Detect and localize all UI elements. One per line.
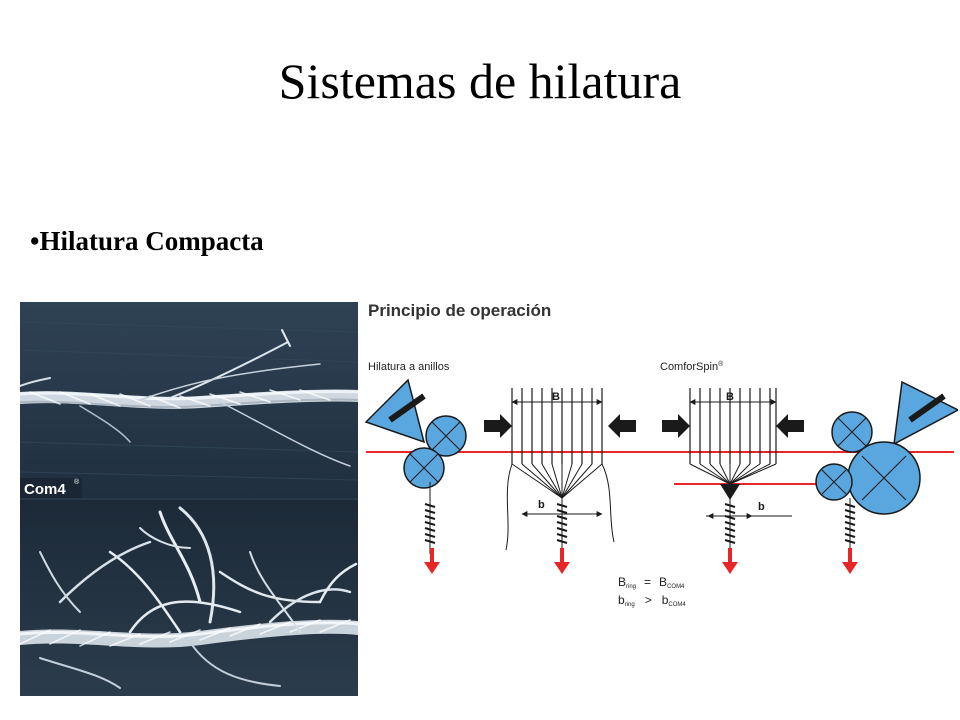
right-roller-group xyxy=(815,380,958,574)
com4-right-push-arrow xyxy=(776,414,804,438)
diagram-heading: Principio de operación xyxy=(368,301,551,320)
com4-logo-mark: ® xyxy=(74,478,80,486)
ring-label-B: B xyxy=(552,391,560,403)
label-comforspin: ComforSpin® xyxy=(660,360,724,373)
right-cone-icon xyxy=(893,380,958,446)
bullet-hilatura-compacta: •Hilatura Compacta xyxy=(30,226,264,256)
ring-yarn xyxy=(20,506,358,689)
equation-line-1: Bring=BCOM4 xyxy=(618,575,685,590)
operating-principle-svg: Principio de operación Hilatura a anillo… xyxy=(364,301,958,608)
com4-condensing-point xyxy=(720,484,740,500)
comforspin-drafting-zone: B b xyxy=(662,388,804,574)
compact-yarn xyxy=(20,329,358,467)
comparison-equation: Bring=BCOM4 bring>bCOM4 xyxy=(618,575,686,608)
slide-title: Sistemas de hilatura xyxy=(278,53,682,109)
com4-red-arrow xyxy=(722,562,738,574)
operating-principle-diagram: Principio de operación Hilatura a anillo… xyxy=(362,292,958,622)
left-red-arrow xyxy=(424,562,440,574)
label-hilatura-a-anillos: Hilatura a anillos xyxy=(368,361,450,373)
ring-right-push-arrow xyxy=(608,414,636,438)
com4-label-B: B xyxy=(726,391,734,403)
ring-red-arrow xyxy=(554,562,570,574)
left-roller-group xyxy=(364,378,467,574)
com4-left-push-arrow xyxy=(662,414,690,438)
com4-label-b: b xyxy=(758,501,765,513)
ring-label-b: b xyxy=(538,499,545,511)
com4-logo-text: Com4 xyxy=(24,481,66,498)
ring-left-push-arrow xyxy=(484,414,512,438)
yarn-photo-svg: Com4 ® xyxy=(20,302,358,696)
left-cone-icon xyxy=(364,378,426,444)
com4-logo: Com4 ® xyxy=(20,478,82,498)
right-red-arrow xyxy=(842,562,858,574)
equation-line-2: bring>bCOM4 xyxy=(618,593,686,608)
right-cone-pressure-bar xyxy=(908,393,946,423)
yarn-photo: Com4 ® xyxy=(20,302,358,696)
ring-drafting-zone: B b xyxy=(484,388,636,574)
photo-top-texture xyxy=(20,321,358,481)
left-cone-pressure-bar xyxy=(388,393,426,423)
